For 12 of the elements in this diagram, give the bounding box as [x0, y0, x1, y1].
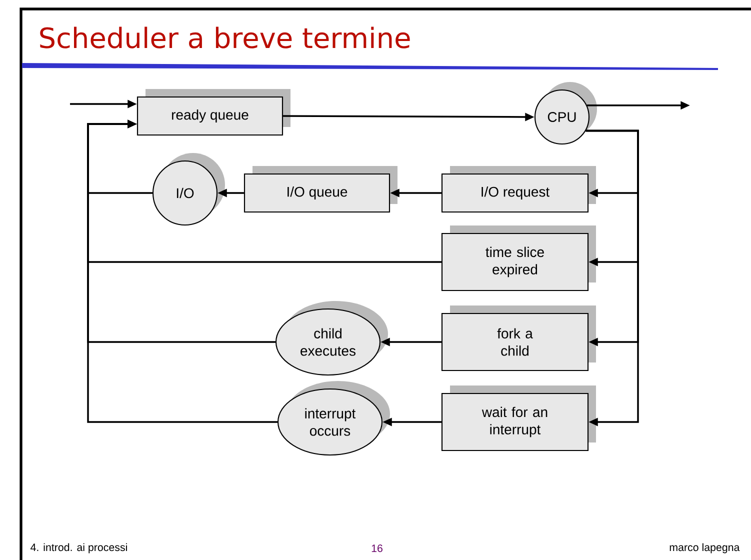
- arrow: [87, 120, 278, 423]
- process-box: fork a child: [441, 306, 596, 372]
- process-box: ready queue: [136, 89, 290, 136]
- page-number: 16: [372, 544, 382, 552]
- process-box: wait for an interrupt: [441, 386, 596, 452]
- arrow: [586, 130, 639, 426]
- slide-title: Scheduler a breve termine: [40, 26, 410, 48]
- footer-text: marco lapegna: [670, 543, 740, 554]
- process-box: time slice expired: [441, 226, 596, 292]
- process-box: I/O request: [441, 166, 596, 213]
- process-box: I/O queue: [244, 166, 398, 213]
- footer-text: 4. introd. ai processi: [30, 543, 127, 554]
